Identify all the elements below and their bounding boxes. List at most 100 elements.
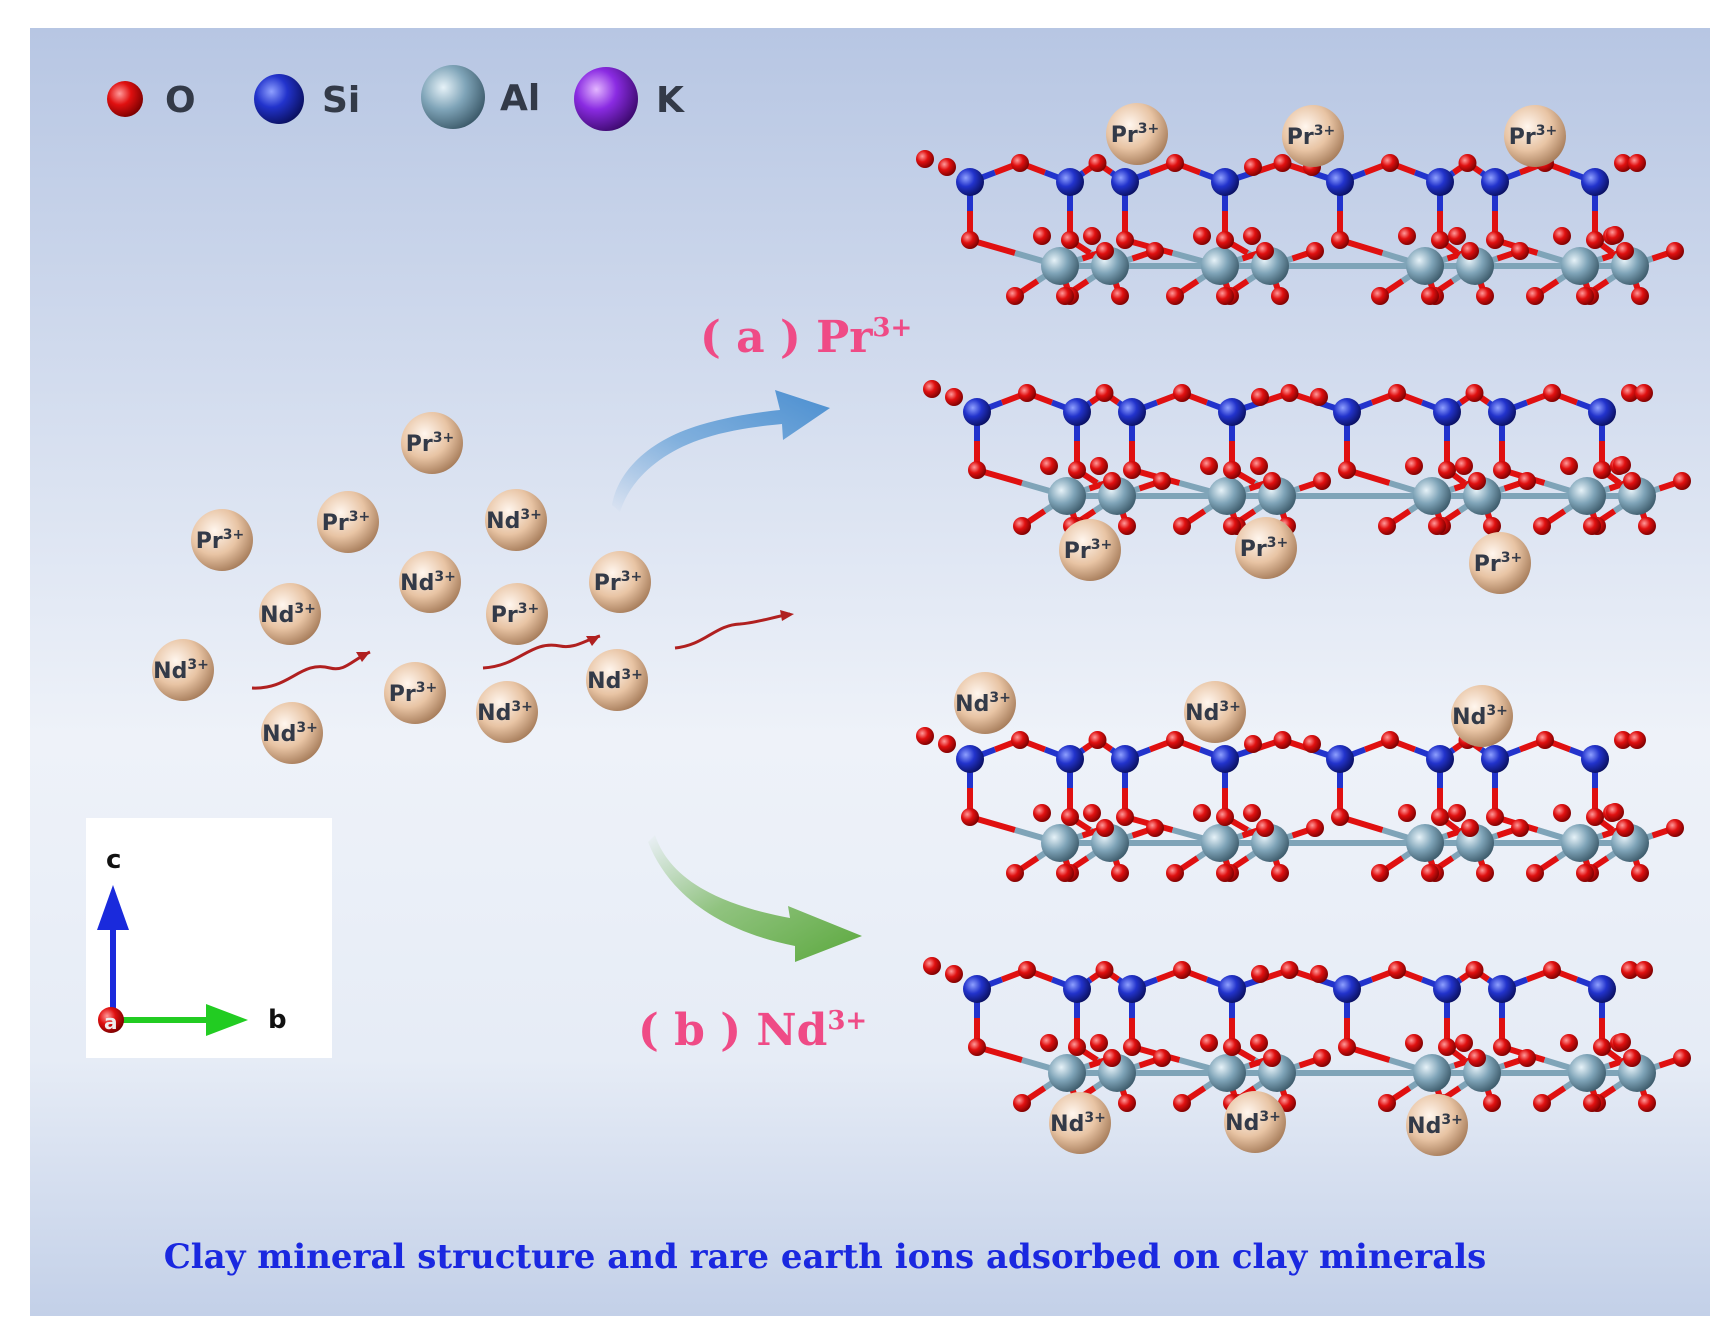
nd-ion: Nd3+ (1406, 1094, 1468, 1156)
o-atom (1223, 461, 1241, 479)
o-atom (1256, 242, 1274, 260)
si-atom (1426, 168, 1454, 196)
o-atom (1306, 819, 1324, 837)
pr-ion: Pr3+ (589, 551, 651, 613)
si-atom (1218, 398, 1246, 426)
o-atom (1455, 457, 1473, 475)
o-atom (1511, 242, 1529, 260)
si-atom (963, 975, 991, 1003)
o-atom (968, 1038, 986, 1056)
o-atom (1431, 808, 1449, 826)
o-atom (1586, 808, 1604, 826)
al-atom (1561, 824, 1599, 862)
o-atom (1331, 231, 1349, 249)
o-atom (1096, 961, 1114, 979)
o-atom (1428, 517, 1446, 535)
o-atom (1438, 1038, 1456, 1056)
o-atom (1459, 154, 1477, 172)
o-atom (1666, 819, 1684, 837)
o-atom (1461, 242, 1479, 260)
nd-ion: Nd3+ (586, 649, 648, 711)
o-atom (1274, 154, 1292, 172)
o-atom (1068, 1038, 1086, 1056)
o-atom (1011, 731, 1029, 749)
o-atom (938, 158, 956, 176)
legend-label-k: K (656, 80, 685, 121)
o-atom (1216, 287, 1234, 305)
al-atom (1568, 1054, 1606, 1092)
si-atom (1433, 398, 1461, 426)
o-atom (1455, 1034, 1473, 1052)
si-atom (1426, 745, 1454, 773)
o-atom (1146, 819, 1164, 837)
o-atom (1613, 1033, 1631, 1051)
al-atom (1413, 1054, 1451, 1092)
o-atom (1476, 864, 1494, 882)
si-atom (956, 168, 984, 196)
o-atom (1310, 965, 1328, 983)
o-atom (1200, 457, 1218, 475)
si-atom (1433, 975, 1461, 1003)
si-atom (1588, 398, 1616, 426)
o-atom (1056, 864, 1074, 882)
o-atom (961, 231, 979, 249)
o-atom (1468, 472, 1486, 490)
nd-ion: Nd3+ (1184, 681, 1246, 743)
o-atom (938, 735, 956, 753)
o-atom (1421, 864, 1439, 882)
o-atom (1271, 864, 1289, 882)
si-atom (1063, 398, 1091, 426)
o-atom (1216, 808, 1234, 826)
o-atom (1123, 1038, 1141, 1056)
o-atom (1371, 864, 1389, 882)
o-atom (1606, 226, 1624, 244)
o-atom (1593, 1038, 1611, 1056)
pr-ion: Pr3+ (1059, 519, 1121, 581)
o-atom (1251, 965, 1269, 983)
o-atom (1666, 242, 1684, 260)
si-atom (1333, 975, 1361, 1003)
o-atom (1536, 731, 1554, 749)
o-atom (1398, 804, 1416, 822)
o-atom (1193, 227, 1211, 245)
o-atom (1586, 231, 1604, 249)
o-atom (1638, 1094, 1656, 1112)
o-atom (1013, 1094, 1031, 1112)
o-atom (1006, 287, 1024, 305)
o-atom (1111, 864, 1129, 882)
pr-ion: Pr3+ (401, 412, 463, 474)
si-atom (956, 745, 984, 773)
pr-ion: Pr3+ (1235, 517, 1297, 579)
o-atom (1011, 154, 1029, 172)
si-atom (1111, 168, 1139, 196)
si-atom (1488, 398, 1516, 426)
o-atom (1223, 1038, 1241, 1056)
pr-ion: Pr3+ (486, 583, 548, 645)
o-atom (916, 150, 934, 168)
o-atom-swatch (107, 81, 143, 117)
o-atom (1013, 517, 1031, 535)
o-atom (1553, 804, 1571, 822)
o-atom (1398, 227, 1416, 245)
o-atom (1153, 472, 1171, 490)
o-atom (1263, 472, 1281, 490)
o-atom (1468, 1049, 1486, 1067)
o-atom (1173, 961, 1191, 979)
si-atom (1118, 975, 1146, 1003)
pr-ion: Pr3+ (1282, 105, 1344, 167)
o-atom (1593, 461, 1611, 479)
o-atom (1111, 287, 1129, 305)
o-atom (961, 808, 979, 826)
al-atom (1561, 247, 1599, 285)
o-atom (1173, 517, 1191, 535)
al-atom (1048, 1054, 1086, 1092)
si-atom (1488, 975, 1516, 1003)
o-atom (1281, 384, 1299, 402)
c-axis-label: c (106, 845, 121, 875)
crystal-axis-indicator: c b a (86, 818, 332, 1058)
b-axis-label: b (268, 1005, 287, 1035)
si-atom (1111, 745, 1139, 773)
si-atom (1056, 745, 1084, 773)
o-atom (1638, 517, 1656, 535)
al-atom (1201, 824, 1239, 862)
